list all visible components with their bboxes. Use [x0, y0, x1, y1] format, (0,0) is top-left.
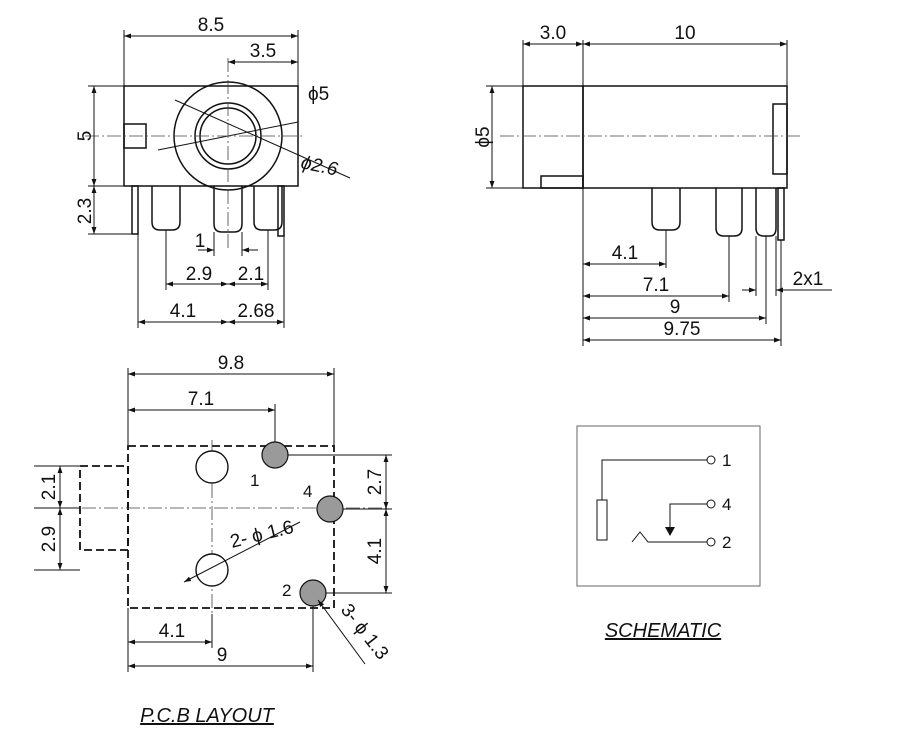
pcb-layout: 1 4 2 9.8 7.1 2.1 2.9 2.7 4.1 4.1 9 [34, 353, 392, 727]
schematic-wire-1 [601, 459, 708, 500]
dim-pcb-hole-pos: 7.1 [188, 389, 214, 410]
dim-pcb-left-b: 2.9 [39, 526, 60, 552]
dim-side-pin-2: 7.1 [643, 275, 669, 296]
schematic-terminal-2 [706, 537, 716, 547]
pcb-pad-1-label: 1 [250, 471, 259, 490]
schematic-frame [576, 425, 761, 587]
dim-front-width: 8.5 [198, 15, 224, 36]
pcb-pad-1 [261, 441, 289, 469]
dim-inner-dia: ϕ2.6 [299, 152, 340, 180]
dim-side-body-len: 10 [674, 23, 695, 44]
front-pin-left [151, 186, 181, 231]
pcb-hole-note: 2- ϕ 1.6 [228, 517, 296, 553]
dim-side-pin-4: 9.75 [664, 319, 701, 340]
schematic-wire-4 [669, 503, 708, 534]
schematic-terminal-4 [706, 499, 716, 509]
schematic-pin-1-label: 1 [722, 451, 731, 470]
dim-pcb-bottom-b: 9 [217, 645, 228, 666]
dim-span-a: 4.1 [170, 301, 196, 322]
schematic-sleeve [596, 499, 608, 541]
dim-outer-dia: ϕ5 [308, 84, 329, 105]
dim-pitch-a: 2.9 [186, 264, 212, 285]
dim-pcb-width: 9.8 [218, 353, 244, 374]
front-pin-center [213, 186, 243, 233]
pcb-pad-2 [299, 579, 327, 607]
dim-front-pin-length: 2.3 [75, 198, 96, 224]
pcb-pad-4-label: 4 [303, 482, 312, 501]
dim-pitch-b: 2.1 [238, 264, 264, 285]
dim-side-front-len: 3.0 [540, 23, 566, 44]
schematic-wire-2 [631, 531, 708, 543]
side-pin-2 [715, 188, 743, 237]
pcb-pad-note: 3- ϕ 1.3 [336, 600, 392, 664]
schematic-pin-2-label: 2 [722, 533, 731, 552]
pcb-mount-hole-top [195, 450, 229, 484]
pcb-layout-caption: P.C.B LAYOUT [140, 705, 276, 727]
pcb-pad-2-label: 2 [282, 581, 291, 600]
schematic-caption: SCHEMATIC [605, 620, 722, 642]
pcb-mount-hole-bottom [195, 553, 229, 587]
side-pin-1 [651, 188, 681, 231]
dim-side-pin-pitch: 2x1 [793, 269, 824, 290]
side-nose-outline [522, 85, 584, 189]
schematic-terminal-1 [706, 455, 716, 465]
dim-pcb-left-a: 2.1 [39, 474, 60, 500]
dim-side-dia: ϕ5 [473, 126, 494, 147]
side-pin-4 [777, 187, 785, 241]
dim-pcb-bottom-a: 4.1 [159, 621, 185, 642]
dim-pcb-right-b: 4.1 [365, 538, 386, 564]
dim-side-pin-3: 9 [670, 297, 681, 318]
side-pin-3 [755, 188, 777, 237]
dim-front-offset: 3.5 [250, 41, 276, 62]
side-body-outline [582, 85, 788, 189]
dim-span-b: 2.68 [238, 301, 275, 322]
schematic-pin-4-label: 4 [722, 495, 731, 514]
pcb-pad-4 [316, 495, 344, 523]
dim-front-height: 5 [75, 131, 96, 142]
side-view: 3.0 10 ϕ5 4.1 7.1 9 9.75 2x1 [473, 23, 832, 346]
front-view: 8.5 3.5 5 2.3 ϕ5 ϕ2.6 1 2.9 2.1 4.1 [75, 15, 351, 328]
dim-pin-width: 1 [195, 231, 206, 252]
dim-pcb-right-a: 2.7 [365, 469, 386, 495]
dim-side-pin-1: 4.1 [612, 243, 638, 264]
schematic: 1 4 2 SCHEMATIC [576, 425, 761, 642]
